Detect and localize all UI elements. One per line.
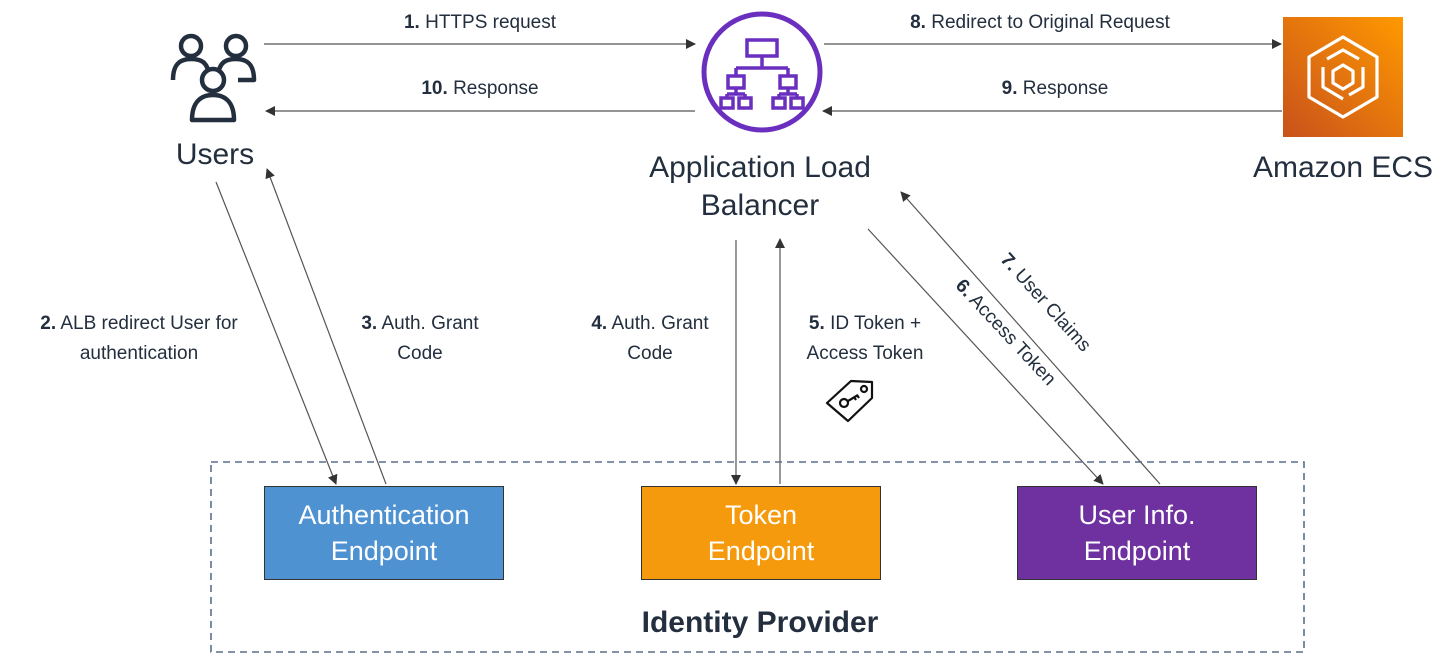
step-9-text: Response (1022, 78, 1109, 99)
step-5-text: ID Token + Access Token (806, 313, 924, 364)
authentication-endpoint: Authentication Endpoint (264, 486, 504, 580)
step-1-number: 1. (403, 12, 420, 33)
step-1-text: HTTPS request (425, 12, 557, 33)
users-label: Users (175, 138, 255, 171)
token-tag-icon (825, 379, 874, 423)
arrow-2 (215, 181, 338, 485)
userinfo-endpoint-label: User Info. Endpoint (1078, 500, 1196, 566)
step-8-label: 8. Redirect to Original Request (860, 8, 1220, 38)
step-3-label: 3. Auth. Grant Code (330, 309, 510, 369)
ecs-label: Amazon ECS (1252, 151, 1434, 184)
userinfo-endpoint: User Info. Endpoint (1017, 486, 1257, 580)
step-9-number: 9. (1001, 78, 1018, 99)
token-endpoint-label: Token Endpoint (707, 500, 815, 566)
step-8-number: 8. (910, 12, 926, 33)
identity-provider-group (210, 461, 1305, 653)
step-10-label: 10. Response (340, 74, 620, 104)
step-5-label: 5. ID Token + Access Token (780, 309, 950, 369)
arrow-3 (265, 168, 387, 485)
users-icon (170, 33, 257, 123)
step-4-label: 4. Auth. Grant Code (560, 309, 740, 369)
step-2-text: ALB redirect User for authentication (60, 313, 238, 364)
authentication-endpoint-label: Authentication Endpoint (298, 500, 470, 566)
token-endpoint: Token Endpoint (641, 486, 881, 580)
step-5-number: 5. (808, 313, 825, 334)
step-10-number: 10. (421, 78, 448, 99)
identity-provider-label: Identity Provider (641, 606, 879, 639)
arrow-6 (867, 228, 1104, 485)
alb-label: Application Load Balancer (649, 151, 871, 222)
step-8-text: Redirect to Original Request (931, 12, 1170, 33)
step-4-number: 4. (591, 313, 608, 334)
step-2-number: 2. (40, 313, 57, 334)
arrow-7 (900, 191, 1161, 485)
step-1-label: 1. HTTPS request (340, 8, 620, 38)
step-9-label: 9. Response (920, 74, 1190, 104)
step-10-text: Response (453, 78, 539, 99)
load-balancer-icon (701, 11, 823, 133)
step-3-number: 3. (361, 313, 378, 334)
step-3-text: Auth. Grant Code (381, 313, 479, 364)
step-4-text: Auth. Grant Code (611, 313, 709, 364)
ecs-icon (1283, 17, 1403, 137)
step-2-label: 2. ALB redirect User for authentication (14, 309, 264, 369)
